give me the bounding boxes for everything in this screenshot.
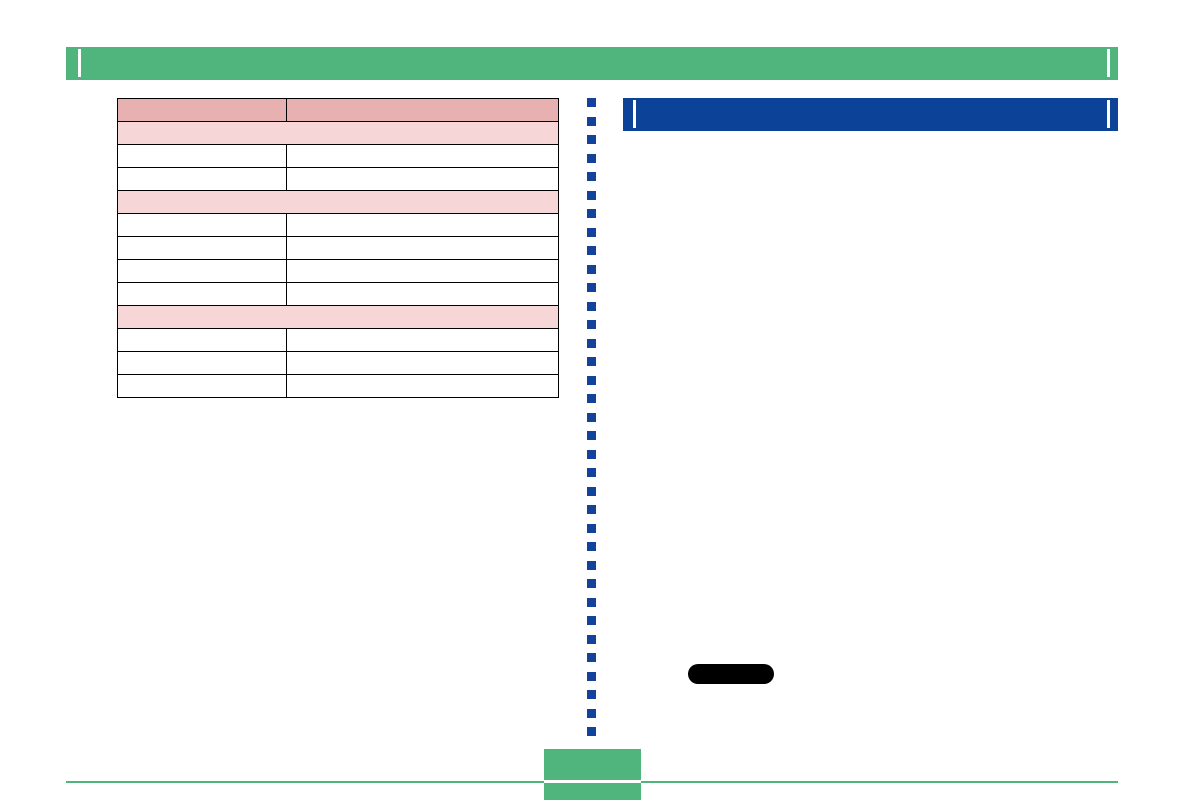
table-cell: [286, 144, 559, 168]
divider-dot: [587, 653, 596, 662]
table-row: [117, 374, 559, 398]
note-badge: [688, 664, 774, 684]
table-cell: [286, 167, 559, 191]
table-cell: [117, 282, 287, 306]
header-bar: [66, 47, 1118, 80]
table-cell: [117, 144, 287, 168]
table-row: [117, 259, 559, 283]
table-cell: [117, 351, 287, 375]
table-cell: [286, 351, 559, 375]
divider-dot: [587, 505, 596, 514]
table-cell: [117, 328, 287, 352]
divider-dot: [587, 616, 596, 625]
divider-dot: [587, 523, 596, 533]
divider-dot: [587, 320, 596, 329]
table-header-row: [117, 98, 559, 122]
divider-dot: [587, 394, 596, 403]
table-group-label: [117, 190, 559, 214]
table-header-cell: [117, 98, 287, 122]
table-group-row: [117, 190, 559, 214]
divider-dot: [587, 301, 596, 311]
divider-dot: [587, 283, 596, 292]
divider-dot: [587, 727, 596, 736]
table-group-label: [117, 121, 559, 145]
divider-dot: [587, 172, 596, 181]
table-cell: [117, 213, 287, 237]
table-group-row: [117, 305, 559, 329]
settings-table: [117, 98, 559, 398]
table-cell: [117, 259, 287, 283]
table-cell: [286, 374, 559, 398]
header-bar-right-notch: [1107, 49, 1110, 77]
divider-dot: [587, 634, 596, 644]
table-group-label: [117, 305, 559, 329]
divider-dot: [587, 116, 596, 126]
divider-dot: [587, 209, 596, 218]
section-title-bar: [623, 98, 1118, 131]
table-row: [117, 351, 559, 375]
table-cell: [286, 236, 559, 260]
divider-dot: [587, 246, 596, 255]
table-cell: [286, 328, 559, 352]
divider-dot: [587, 597, 596, 607]
divider-dot: [587, 357, 596, 366]
divider-dot: [587, 98, 596, 107]
table-cell: [117, 374, 287, 398]
divider-dot: [587, 375, 596, 385]
table-cell: [286, 259, 559, 283]
table-header-cell: [286, 98, 559, 122]
divider-dot: [587, 227, 596, 237]
divider-dot: [587, 431, 596, 440]
divider-dot: [587, 449, 596, 459]
table-row: [117, 236, 559, 260]
divider-dot: [587, 690, 596, 699]
divider-dot: [587, 135, 596, 144]
table-row: [117, 282, 559, 306]
divider-dot: [587, 338, 596, 348]
divider-dot: [587, 708, 596, 718]
table-cell: [117, 167, 287, 191]
divider-dot: [587, 560, 596, 570]
table-row: [117, 213, 559, 237]
header-bar-left-notch: [78, 49, 81, 77]
divider-dot: [587, 486, 596, 496]
section-bar-left-notch: [633, 100, 636, 128]
table-cell: [117, 236, 287, 260]
divider-dot: [587, 412, 596, 422]
page-tab-gap: [544, 780, 641, 783]
table-row: [117, 328, 559, 352]
column-divider: [587, 98, 596, 743]
table-cell: [286, 213, 559, 237]
table-row: [117, 167, 559, 191]
section-bar-right-notch: [1107, 100, 1110, 128]
table-row: [117, 144, 559, 168]
table-cell: [286, 282, 559, 306]
table-group-row: [117, 121, 559, 145]
divider-dot: [587, 671, 596, 681]
divider-dot: [587, 190, 596, 200]
divider-dot: [587, 579, 596, 588]
divider-dot: [587, 264, 596, 274]
divider-dot: [587, 153, 596, 163]
divider-dot: [587, 468, 596, 477]
page-number-tab: [544, 749, 641, 800]
divider-dot: [587, 542, 596, 551]
